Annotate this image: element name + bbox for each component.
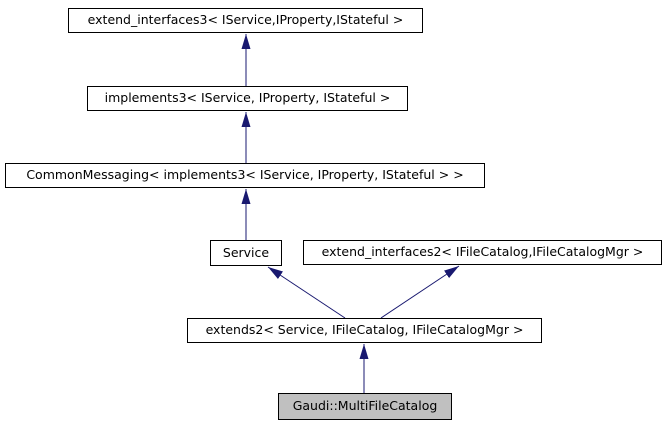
edge-extends2-to-extend-interfaces2 (380, 265, 460, 319)
node-gaudi-multifilecatalog: Gaudi::MultiFileCatalog (278, 393, 452, 420)
node-service[interactable]: Service (210, 240, 282, 266)
node-common-messaging[interactable]: CommonMessaging< implements3< IService, … (5, 163, 485, 188)
node-extend-interfaces3[interactable]: extend_interfaces3< IService,IProperty,I… (68, 8, 423, 33)
node-extend-interfaces2[interactable]: extend_interfaces2< IFileCatalog,IFileCa… (303, 240, 662, 265)
node-extends2[interactable]: extends2< Service, IFileCatalog, IFileCa… (187, 318, 542, 343)
node-implements3[interactable]: implements3< IService, IProperty, IState… (87, 86, 408, 111)
edge-extends2-to-service (267, 266, 346, 319)
